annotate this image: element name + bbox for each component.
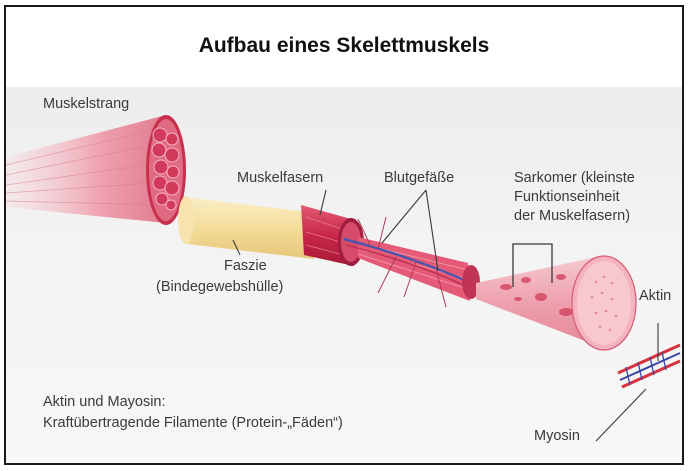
diagram-title: Aufbau eines Skelettmuskels: [199, 34, 490, 58]
legend-line1: Aktin und Mayosin:: [43, 393, 166, 412]
fascia-sheath: [178, 196, 314, 259]
label-faszie-description: (Bindegewebshülle): [156, 278, 283, 297]
legend-line2: Kraftübertragende Filamente (Protein-„Fä…: [43, 414, 343, 433]
label-sarkomer-line2: Funktionseinheit: [514, 188, 620, 207]
label-sarkomer-line1: Sarkomer (kleinste: [514, 169, 635, 188]
illustration-panel: Muskelstrang Muskelfasern Blutgefäße Sar…: [6, 87, 682, 465]
leader-myosin: [596, 389, 646, 441]
title-bar: Aufbau eines Skelettmuskels: [6, 7, 682, 87]
actin-myosin-filaments: [618, 345, 680, 387]
label-aktin: Aktin: [639, 287, 671, 306]
label-muskelstrang: Muskelstrang: [43, 95, 129, 114]
diagram-frame: Aufbau eines Skelettmuskels: [4, 5, 684, 465]
leader-blutgefaesse-1: [382, 190, 426, 243]
label-faszie: Faszie: [224, 257, 267, 276]
myofibril-bundle: [344, 217, 480, 307]
label-myosin: Myosin: [534, 427, 580, 446]
label-blutgefaesse: Blutgefäße: [384, 169, 454, 188]
label-sarkomer-line3: der Muskelfasern): [514, 207, 630, 226]
label-muskelfasern: Muskelfasern: [237, 169, 323, 188]
myofibril: [476, 256, 636, 350]
muscle-strand: [6, 115, 186, 225]
